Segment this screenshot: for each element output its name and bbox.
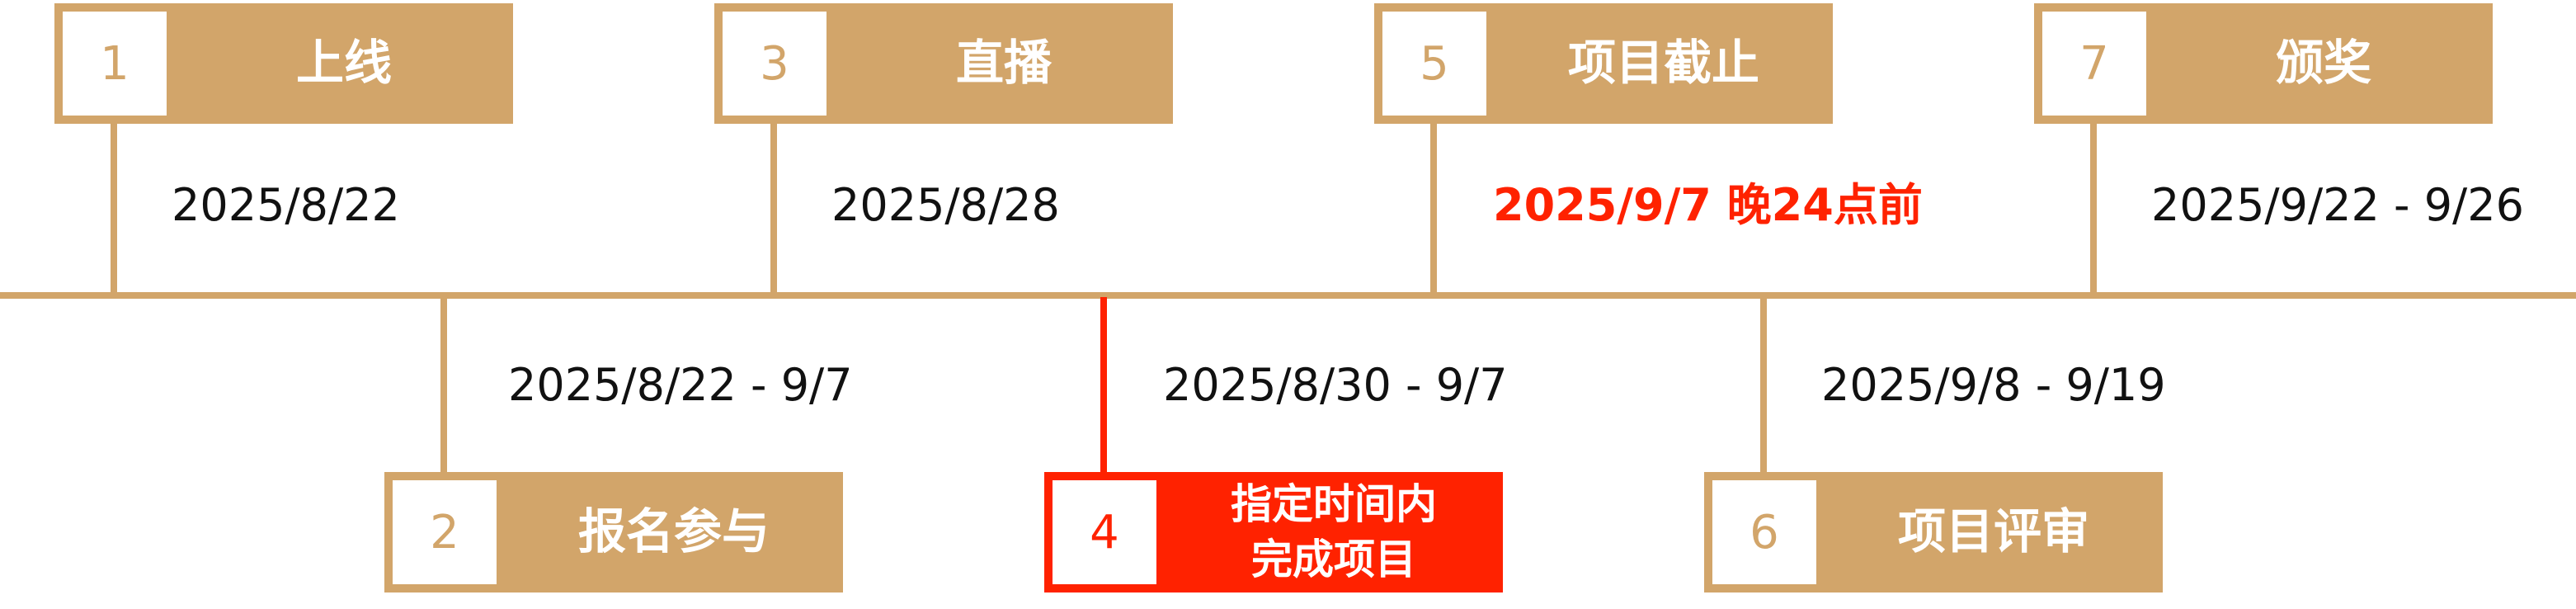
connector-step-6 xyxy=(1760,297,1767,475)
step-5-box: 5 项目截止 xyxy=(1374,3,1833,124)
step-2-title: 报名参与 xyxy=(577,503,770,560)
step-1-number: 1 xyxy=(63,12,167,116)
step-7-box: 7 颁奖 xyxy=(2034,3,2493,124)
step-1-title: 上线 xyxy=(295,35,392,92)
step-3-number: 3 xyxy=(723,12,826,116)
step-3-title: 直播 xyxy=(955,35,1052,92)
connector-step-3 xyxy=(770,120,777,294)
step-2-date: 2025/8/22 - 9/7 xyxy=(508,359,853,411)
connector-step-2 xyxy=(440,297,447,475)
step-4-box: 4 指定时间内 完成项目 xyxy=(1044,472,1503,592)
connector-step-4 xyxy=(1100,297,1107,475)
step-5-date: 2025/9/7 晚24点前 xyxy=(1493,179,1923,231)
step-6-number: 6 xyxy=(1712,480,1816,584)
step-1-date: 2025/8/22 xyxy=(172,179,400,231)
connector-step-5 xyxy=(1430,120,1437,294)
step-5-number: 5 xyxy=(1382,12,1486,116)
step-6-date: 2025/9/8 - 9/19 xyxy=(1821,359,2166,411)
timeline-axis xyxy=(0,292,2576,299)
step-4-date: 2025/8/30 - 9/7 xyxy=(1163,359,1508,411)
step-3-date: 2025/8/28 xyxy=(831,179,1060,231)
step-2-number: 2 xyxy=(393,480,497,584)
step-4-number: 4 xyxy=(1053,480,1156,584)
step-7-number: 7 xyxy=(2042,12,2146,116)
step-4-title: 指定时间内 完成项目 xyxy=(1165,472,1503,592)
step-5-title: 项目截止 xyxy=(1567,35,1759,92)
step-4-title-line-2: 完成项目 xyxy=(1251,536,1416,583)
step-6-title: 项目评审 xyxy=(1897,503,2089,560)
step-1-box: 1 上线 xyxy=(54,3,513,124)
step-6-box: 6 项目评审 xyxy=(1704,472,2163,592)
connector-step-7 xyxy=(2090,120,2097,294)
step-7-title: 颁奖 xyxy=(2275,35,2371,92)
step-7-date: 2025/9/22 - 9/26 xyxy=(2151,179,2524,231)
step-2-box: 2 报名参与 xyxy=(384,472,843,592)
connector-step-1 xyxy=(111,120,117,294)
step-3-box: 3 直播 xyxy=(714,3,1173,124)
step-4-title-line-1: 指定时间内 xyxy=(1231,479,1437,528)
